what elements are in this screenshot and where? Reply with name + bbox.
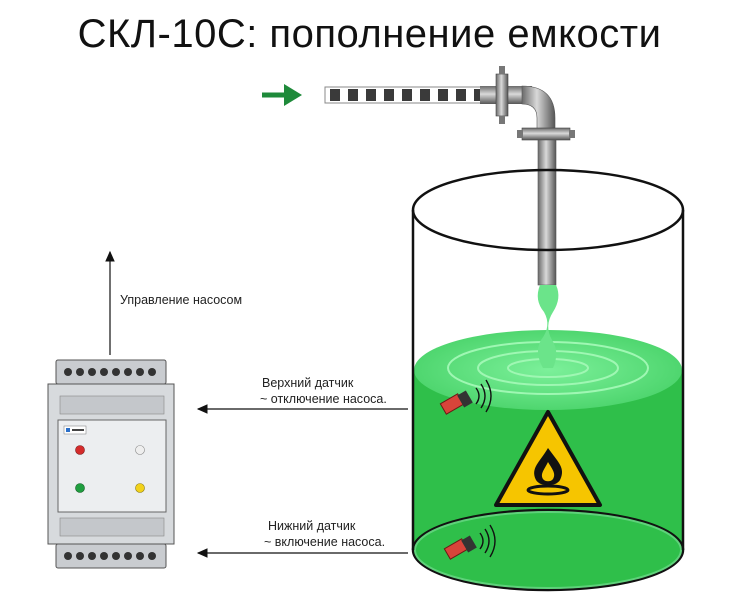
relay-logo [63, 425, 87, 435]
lower-sensor-label-line1: Нижний датчик [268, 519, 356, 533]
upper-sensor-label-line1: Верхний датчик [262, 376, 354, 390]
lower-sensor-icon [443, 524, 496, 560]
led-green [75, 483, 85, 493]
green-arrow-right-icon [262, 84, 302, 106]
top-terminals [64, 368, 156, 376]
page-title: СКЛ-10С: пополнение емкости [77, 12, 662, 56]
led-white [135, 445, 145, 455]
tank [411, 168, 685, 592]
led-red [75, 445, 85, 455]
upper-sensor-icon [439, 379, 492, 415]
pump-control-label: Управление насосом [120, 293, 243, 307]
bottom-terminals [64, 552, 156, 560]
relay-device [47, 359, 175, 569]
led-yellow [135, 483, 145, 493]
upper-sensor-label-line2: ~ отключение насоса. [260, 392, 387, 406]
lower-sensor-label-line2: ~ включение насоса. [264, 535, 386, 549]
flammable-warning-triangle-icon [494, 410, 602, 507]
inlet-pipe [480, 66, 575, 286]
inlet-pipe-dashed [324, 86, 498, 104]
